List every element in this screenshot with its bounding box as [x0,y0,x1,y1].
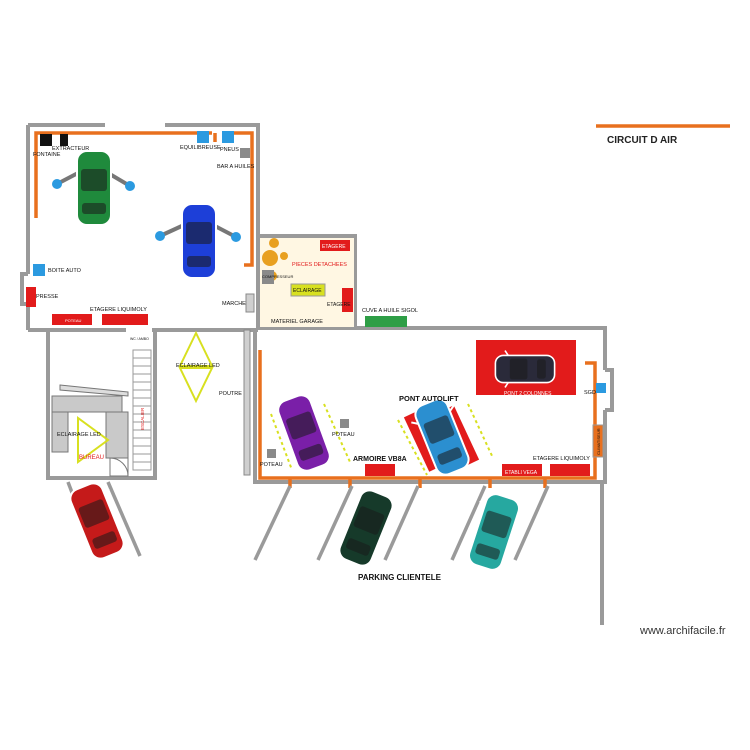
etagere-liquimoly-1a [52,314,92,325]
label-sgd: SGD [584,390,596,396]
sgd [596,383,606,393]
presse [26,287,36,307]
car-blue [175,203,223,279]
label-etagere-2: ETAGERE [327,302,351,308]
office-furniture [51,384,129,477]
equilibreuse [197,131,209,143]
label-eclairage-store: ECLAIRAGE [293,288,322,294]
climatiseur [592,424,604,458]
label-poutre: POUTRE [219,391,242,397]
label-poteau-2: POTEAU [332,432,355,438]
label-etabli-vega: ETABLI VEGA [505,470,538,476]
label-climatiseur: CLIMATISEUR [596,428,601,455]
label-eclairage-led-1: ECLAIRAGE LED [176,363,220,369]
label-fontaine: FONTAINE [33,152,61,158]
staircase [132,349,152,471]
etabli-vega [502,464,542,476]
label-bar-a-huiles: BAR A HUILES [217,164,255,170]
lift-1 [52,171,135,191]
label-marche: MARCHE [222,301,246,307]
car-pont-2-colonnes [494,349,556,389]
air-circuit [34,124,730,488]
label-cuve-a-huile: CUVE A HUILE SIGOL [362,308,418,314]
extracteur [60,134,68,146]
label-etagere-liquimoly-1: ETAGERE LIQUIMOLY [90,307,147,313]
label-wc: WC / AMBO [130,337,149,341]
bar-a-huiles [240,148,250,158]
label-eclairage-led-2: ECLAIRAGE LED [57,432,101,438]
label-pont-autolift: PONT AUTOLIFT [399,394,459,403]
etagere-2 [342,288,353,312]
pont-autolift-frame [270,403,494,476]
marche-steps [243,293,255,476]
car-green [70,150,118,226]
label-compresseur: COMPRESSEUR [262,274,293,279]
compresseur [262,270,274,284]
etagere-liquimoly-2 [550,464,590,476]
legend-label: CIRCUIT D AIR [607,135,678,146]
label-armoire-vb8a: ARMOIRE VB8A [353,456,407,463]
label-bureau: BUREAU [79,455,104,461]
wall-workshop-top-right [28,123,260,330]
label-poteau-3: POTEAU [260,462,283,468]
eclairage-store [290,283,326,297]
etagere-1 [320,240,350,251]
car-dark-green [329,484,403,572]
car-teal [459,488,529,576]
label-etagere-liquimoly-2: ETAGERE LIQUIMOLY [533,456,590,462]
poteau-2 [340,419,349,428]
poteau-3 [267,449,276,458]
label-boite-auto: BOITE AUTO [48,268,82,274]
label-extracteur: EXTRACTEUR [52,146,89,152]
pneus [222,131,234,143]
label-parking-clientele: PARKING CLIENTELE [358,573,442,582]
label-pneus: PNEUS [220,147,239,153]
label-etagere-1: ETAGERE [322,244,346,250]
cuve-a-huile [365,316,407,327]
etagere-liquimoly-1b [102,314,148,325]
wall-office [46,330,157,480]
walls [20,123,614,625]
eclairage-led-2 [77,416,110,464]
armoire-vb8a [365,464,395,476]
pieces-detachees [262,250,278,266]
label-poteau-1: POTEAU [65,318,82,323]
wall-hall-top [258,326,607,370]
label-equilibreuse: EQUILIBREUSE [180,145,221,151]
label-materiel-garage: MATERIEL GARAGE [271,319,323,325]
eclairage-led-1 [178,330,214,404]
label-pont-2-colonnes: PONT 2 COLONNES [504,391,552,397]
label-presse: PRESSE [36,294,59,300]
wall-storage [258,234,357,328]
label-escalier: ESCALIER [140,407,145,430]
watermark: www.archifacile.fr [640,625,726,637]
label-pieces-detachees: PIECES DETACHEES [292,262,347,268]
fontaine [40,134,52,146]
wall-hall-right-bottom [253,330,607,484]
boite-auto [33,264,45,276]
